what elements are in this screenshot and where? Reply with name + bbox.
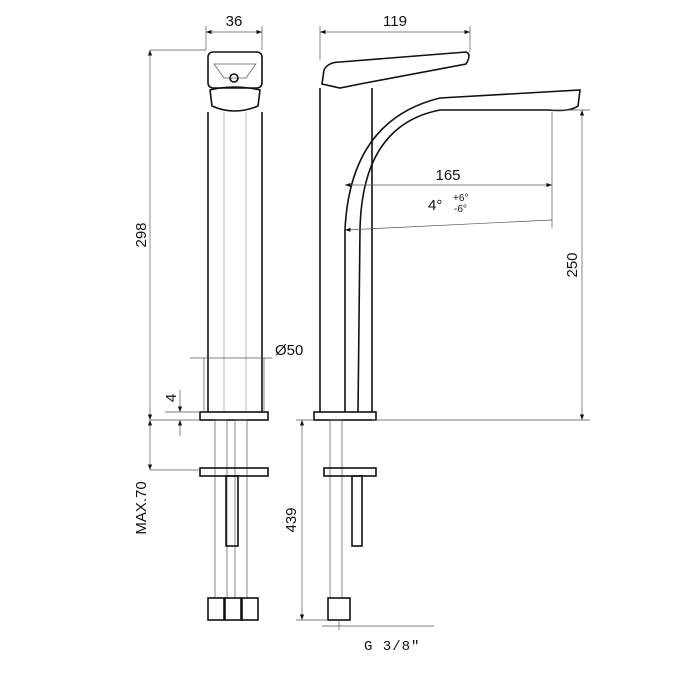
handle-lever [321, 51, 470, 89]
dimensions: 36 119 298 165 4° +6° -6° 250 Ø50 4 MAX.… [133, 13, 590, 655]
nut [327, 597, 351, 621]
angle-tol-plus: +6° [453, 193, 468, 204]
dim-handle: 119 [383, 13, 407, 30]
front-view [313, 51, 581, 621]
dim-max-deck: MAX.70 [133, 481, 150, 534]
dim-reach: 165 [435, 167, 460, 184]
fixing-plate [199, 467, 269, 477]
thread-label: G 3/8" [364, 639, 420, 655]
nut [224, 597, 242, 621]
angle-tol-minus: -6° [454, 204, 467, 215]
dim-total-height: 298 [133, 222, 150, 247]
dim-plate: 4 [163, 394, 180, 402]
side-view [199, 51, 269, 621]
nut [241, 597, 259, 621]
dim-hose: 439 [283, 507, 300, 532]
nut [207, 597, 225, 621]
hose [234, 419, 248, 599]
base-plate [199, 411, 269, 421]
dim-angle: 4° [428, 197, 442, 214]
dim-width: 36 [226, 13, 243, 30]
hose [214, 419, 228, 599]
fixing-plate [323, 467, 377, 477]
dim-diameter: Ø50 [275, 342, 303, 359]
dim-spout-height: 250 [564, 252, 581, 277]
base-plate [313, 411, 377, 421]
hose [329, 419, 343, 599]
handle-side [207, 51, 263, 89]
